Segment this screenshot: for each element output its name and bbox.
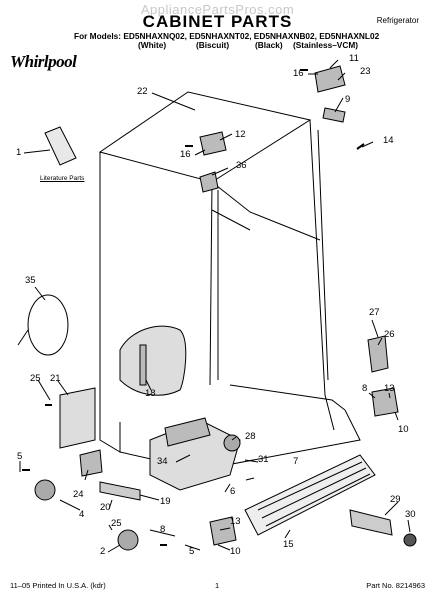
callout-9: 9 (345, 94, 351, 105)
callout-21: 21 (50, 373, 61, 384)
callout-22: 22 (137, 86, 148, 97)
callout-34: 34 (157, 456, 168, 467)
cabinet-right-side (309, 119, 335, 431)
color-stainless: (Stainless–VCM) (293, 40, 359, 50)
callout-15: 15 (283, 539, 294, 550)
callout-35: 35 (25, 275, 36, 286)
callout-23: 23 (360, 66, 371, 77)
callout-10b: 10 (230, 546, 241, 557)
document-type: Refrigerator (376, 16, 419, 25)
page-title: CABINET PARTS (142, 12, 293, 31)
callout-7: 7 (293, 456, 299, 467)
callout-14: 14 (383, 135, 394, 146)
literature-parts-label: Literature Parts (40, 175, 85, 182)
callout-25: 25 (30, 373, 41, 384)
cabinet-left-side (99, 152, 121, 453)
callout-24: 24 (73, 489, 84, 500)
callout-16b: 16 (180, 149, 191, 160)
brand-logo: Whirlpool (10, 52, 77, 71)
callout-16: 16 (293, 68, 304, 79)
callout-27: 27 (369, 307, 380, 318)
color-black: (Black) (255, 40, 283, 50)
callout-26: 26 (384, 329, 395, 340)
callout-8b: 8 (160, 524, 166, 535)
callout-4: 4 (79, 509, 85, 520)
part-number: Part No. 8214963 (366, 581, 425, 590)
literature-booklet-icon (44, 126, 77, 166)
callout-8: 8 (362, 383, 368, 394)
callout-25b: 25 (111, 518, 122, 529)
color-biscuit: (Biscuit) (196, 40, 230, 50)
cabinet-center-edge (209, 181, 219, 386)
watermark: AppliancePartsPros.com (140, 2, 295, 17)
callout-2: 2 (100, 546, 106, 557)
callout-10: 10 (398, 424, 409, 435)
callout-5: 5 (17, 451, 23, 462)
callout-6: 6 (230, 486, 236, 497)
callout-12: 12 (235, 129, 246, 140)
callout-13: 13 (384, 383, 395, 394)
callout-5b: 5 (189, 546, 195, 557)
callout-18: 18 (145, 388, 156, 399)
callout-20: 20 (100, 502, 111, 513)
callout-19: 19 (160, 496, 171, 507)
callout-11: 11 (349, 53, 359, 64)
callout-36: 36 (236, 160, 247, 171)
callout-13b: 13 (230, 516, 241, 527)
print-info: 11–05 Printed In U.S.A. (kdr) (10, 581, 106, 590)
color-white: (White) (138, 40, 167, 50)
page-number: 1 (215, 581, 220, 590)
callout-30: 30 (405, 509, 416, 520)
callout-29: 29 (390, 494, 401, 505)
callout-1: 1 (16, 147, 22, 158)
callout-28: 28 (245, 431, 256, 442)
models-line: For Models: ED5NHAXNQ02, ED5NHAXNT02, ED… (74, 31, 380, 41)
callout-31: 31 (258, 454, 269, 465)
